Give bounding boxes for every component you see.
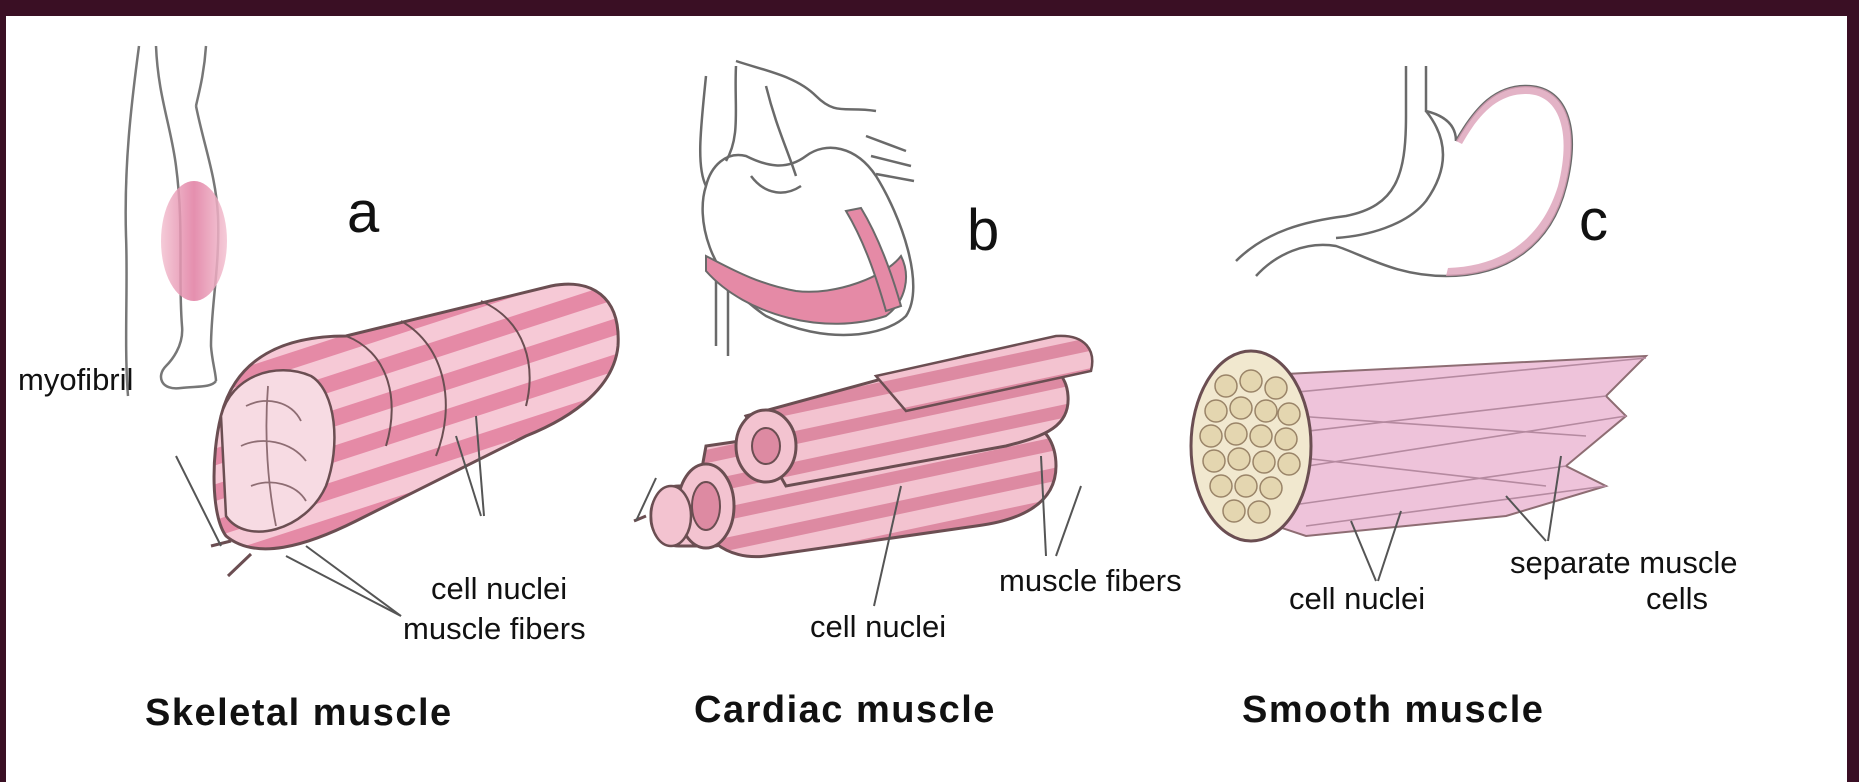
title-smooth-muscle: Smooth muscle (1242, 691, 1544, 729)
label-skeletal-cell-nuclei: cell nuclei (431, 572, 567, 607)
label-separate-muscle: separate muscle (1510, 546, 1737, 581)
figure-canvas: a b c myofibril cell nuclei muscle fiber… (6, 16, 1847, 782)
panel-b-letter: b (967, 202, 999, 260)
calf-muscle-highlight (161, 181, 227, 301)
label-skeletal-muscle-fibers: muscle fibers (403, 612, 586, 647)
smooth-muscle-bundle-icon (1191, 351, 1646, 541)
stomach-wall-highlight (1446, 86, 1572, 276)
panel-a-letter: a (347, 184, 379, 242)
title-skeletal-muscle: Skeletal muscle (145, 694, 453, 732)
label-cardiac-cell-nuclei: cell nuclei (810, 610, 946, 645)
label-smooth-cell-nuclei: cell nuclei (1289, 582, 1425, 617)
panel-c-letter: c (1579, 192, 1608, 250)
skeletal-muscle-bundle-icon (211, 284, 618, 576)
cardiac-muscle-bundle-icon (634, 336, 1092, 557)
label-cardiac-muscle-fibers: muscle fibers (999, 564, 1182, 599)
label-cells: cells (1646, 582, 1708, 617)
title-cardiac-muscle: Cardiac muscle (694, 691, 996, 729)
label-myofibril: myofibril (18, 363, 133, 398)
diagram-artwork (6, 16, 1847, 782)
